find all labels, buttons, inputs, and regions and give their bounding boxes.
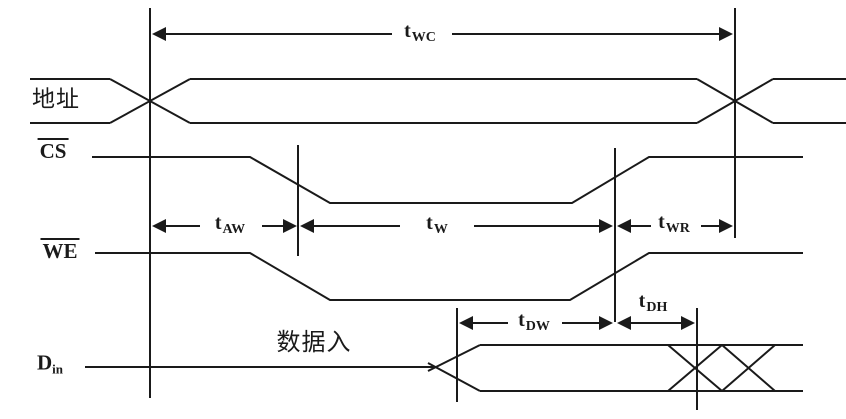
twc-left-arrowhead-icon — [152, 27, 166, 41]
twr-base-text: t — [658, 210, 665, 233]
tdw-left-arrowhead-icon — [459, 316, 473, 330]
we-signal-label: WE — [40, 238, 80, 263]
tdh-left-arrowhead-icon — [617, 316, 631, 330]
din-subscript-text: in — [52, 361, 64, 377]
tdw-arrow — [459, 316, 613, 330]
address-signal-label: 地址 — [32, 86, 80, 113]
tdh-arrow — [617, 316, 695, 330]
taw-arrow — [152, 219, 297, 233]
twc-base-text: t — [404, 19, 411, 42]
din-base-text: D — [36, 350, 53, 375]
tdw-label: tDW — [518, 310, 550, 334]
tw-subscript-text: W — [433, 222, 448, 238]
taw-subscript-text: AW — [222, 222, 246, 238]
cs-waveform — [92, 156, 803, 204]
taw-right-arrowhead-icon — [283, 219, 297, 233]
tw-base-text: t — [426, 211, 433, 234]
tdw-base-text: t — [518, 308, 525, 331]
din-signal-label: Din — [36, 350, 64, 377]
tdh-base-text: t — [638, 289, 646, 312]
tdw-right-arrowhead-icon — [599, 316, 613, 330]
din-waveform — [85, 344, 803, 392]
tdh-right-arrowhead-icon — [681, 316, 695, 330]
we-waveform — [95, 252, 803, 301]
reference-markers — [149, 8, 736, 410]
twr-label: tWR — [658, 212, 690, 236]
twc-subscript-text: WC — [411, 30, 436, 46]
twr-subscript-text: WR — [665, 221, 690, 237]
twr-left-arrowhead-icon — [617, 219, 631, 233]
taw-label: tAW — [215, 213, 245, 237]
twr-right-arrowhead-icon — [719, 219, 733, 233]
cs-overline-text: CS — [37, 138, 69, 163]
twc-right-arrowhead-icon — [719, 27, 733, 41]
data-in-annotation: 数据入 — [276, 328, 352, 356]
taw-left-arrowhead-icon — [152, 219, 166, 233]
tw-left-arrowhead-icon — [300, 219, 314, 233]
tdh-label: tDH — [639, 291, 668, 315]
address-bus-waveform — [30, 78, 846, 124]
twc-arrow — [152, 27, 733, 41]
tw-right-arrowhead-icon — [599, 219, 613, 233]
we-overline-text: WE — [40, 238, 80, 263]
tw-label: tW — [426, 213, 448, 237]
cs-signal-label: CS — [37, 138, 69, 163]
twr-arrow — [617, 219, 733, 233]
tdh-subscript-text: DH — [646, 300, 668, 316]
din-crosshatch — [667, 344, 776, 392]
din-lines — [85, 344, 803, 392]
tw-arrow — [300, 219, 613, 233]
taw-base-text: t — [214, 211, 222, 234]
tdw-subscript-text: DW — [525, 319, 550, 335]
twc-label: tWC — [404, 21, 436, 45]
